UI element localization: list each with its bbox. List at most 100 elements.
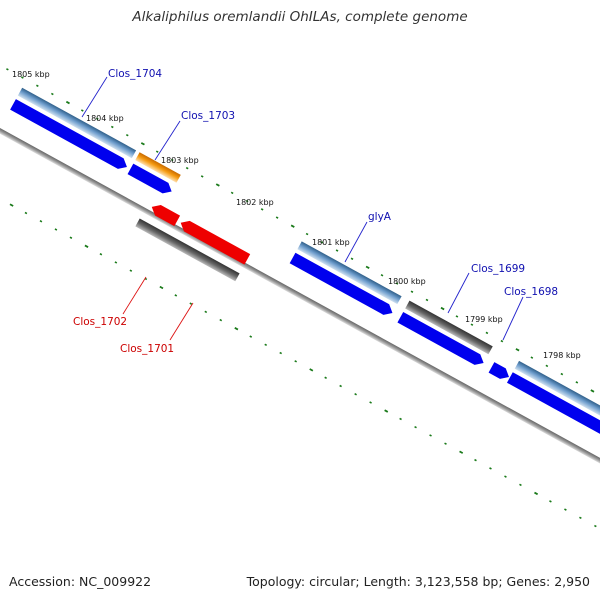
gene-label-glya[interactable]: glyA (368, 211, 392, 223)
major-tick (534, 491, 539, 496)
gene-label-clos-1703[interactable]: Clos_1703 (181, 110, 235, 122)
minor-tick (519, 483, 522, 487)
major-tick (515, 348, 520, 352)
minor-tick (485, 331, 489, 335)
cds-bar-clos-1698 (514, 360, 600, 427)
major-tick (590, 389, 595, 393)
minor-tick (39, 220, 43, 223)
gene-arrow-clos-1699 (397, 312, 484, 365)
minor-tick (489, 467, 492, 470)
minor-tick (560, 372, 564, 376)
minor-tick (24, 211, 28, 215)
minor-tick (410, 290, 414, 293)
gene-arrow-clos-1698a (488, 362, 509, 379)
leader-line-clos-1701 (169, 302, 194, 341)
cds-bar-clos-1704 (17, 87, 137, 159)
minor-tick (219, 318, 223, 322)
minor-tick (6, 68, 9, 71)
tick-track-lower (9, 203, 597, 528)
minor-tick (80, 109, 84, 112)
tick-label-1805: 1805 kbp (12, 70, 50, 79)
minor-tick (249, 335, 253, 338)
tick-label-1800: 1800 kbp (388, 277, 426, 286)
leader-line-glya (344, 221, 368, 263)
minor-tick (21, 76, 24, 79)
minor-tick (470, 323, 474, 326)
minor-tick (174, 294, 178, 297)
minor-tick (230, 191, 234, 195)
minor-tick (504, 475, 507, 478)
minor-tick (245, 199, 249, 203)
minor-tick (110, 125, 114, 129)
leader-line-clos-1698 (502, 296, 524, 341)
minor-tick (294, 360, 298, 363)
leader-line-clos-1704 (81, 76, 108, 118)
minor-tick (279, 351, 283, 355)
major-tick (459, 450, 464, 454)
genome-stats-text: Topology: circular; Length: 3,123,558 bp… (246, 574, 590, 589)
gene-label-clos-1699[interactable]: Clos_1699 (471, 263, 525, 275)
map-title: Alkaliphilus oremlandii OhILAs, complete… (132, 9, 468, 25)
minor-tick (425, 298, 429, 302)
tick-label-1799: 1799 kbp (465, 315, 503, 324)
minor-tick (500, 339, 504, 343)
minor-tick (125, 133, 129, 137)
minor-tick (204, 310, 208, 314)
cds-bar-clos-1703 (135, 152, 181, 183)
tick-label-1801: 1801 kbp (312, 238, 350, 247)
minor-tick (155, 150, 159, 153)
major-tick (84, 244, 89, 248)
minor-tick (530, 356, 534, 359)
major-tick (309, 368, 314, 372)
gene-arrow-glya (289, 252, 393, 315)
minor-tick (264, 343, 268, 347)
major-tick (215, 183, 220, 187)
minor-tick (444, 442, 447, 445)
cds-bar-clos-1699 (405, 300, 493, 355)
minor-tick (170, 158, 174, 162)
cds-bar-glya (297, 241, 402, 305)
accession-text: Accession: NC_009922 (9, 574, 152, 589)
minor-tick (354, 393, 357, 396)
minor-tick (549, 500, 552, 503)
minor-tick (335, 249, 339, 252)
minor-tick (129, 269, 133, 272)
minor-tick (350, 257, 354, 261)
major-tick (440, 306, 445, 311)
minor-tick (455, 315, 459, 318)
gene-label-clos-1704[interactable]: Clos_1704 (108, 68, 162, 80)
major-tick (384, 409, 389, 413)
leader-line-clos-1703 (154, 120, 181, 161)
minor-tick (54, 228, 58, 231)
minor-tick (99, 252, 103, 256)
major-tick (65, 100, 70, 105)
minor-tick (594, 524, 597, 528)
major-tick (159, 285, 164, 290)
minor-tick (114, 261, 118, 264)
leader-line-clos-1699 (447, 272, 470, 314)
minor-tick (429, 434, 432, 437)
minor-tick (189, 302, 193, 305)
gene-label-clos-1702[interactable]: Clos_1702 (73, 316, 127, 328)
tick-label-1798: 1798 kbp (543, 351, 581, 360)
minor-tick (369, 401, 372, 404)
minor-tick (579, 516, 582, 520)
cds-bar-clos-1702 (135, 218, 240, 282)
minor-tick (305, 232, 309, 236)
major-tick (140, 142, 145, 146)
minor-tick (50, 92, 54, 96)
gene-label-clos-1701[interactable]: Clos_1701 (120, 343, 174, 355)
minor-tick (36, 84, 39, 88)
gene-arrow-clos-1702 (151, 204, 181, 227)
tick-label-1802: 1802 kbp (236, 198, 274, 207)
minor-tick (545, 364, 549, 368)
minor-tick (380, 274, 384, 277)
tick-track-upper (6, 68, 595, 393)
gene-label-clos-1698[interactable]: Clos_1698 (504, 286, 558, 298)
tick-label-1803: 1803 kbp (161, 156, 199, 165)
tick-label-1804: 1804 kbp (86, 114, 124, 123)
minor-tick (414, 425, 417, 429)
gene-arrow-clos-1701 (180, 220, 251, 265)
major-tick (234, 327, 239, 331)
